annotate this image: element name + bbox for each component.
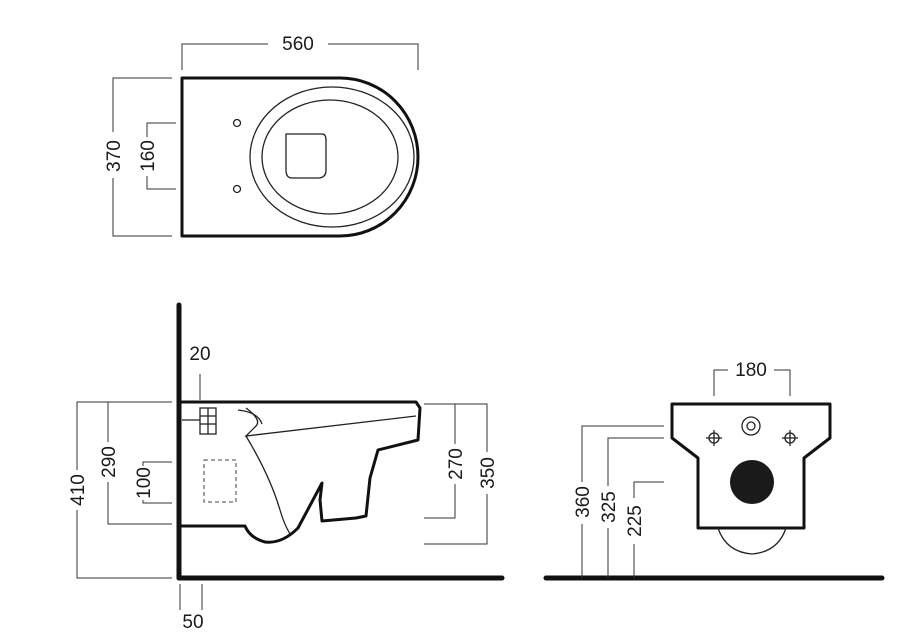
inlet-inner (746, 421, 756, 431)
dimension-top-depth: 370 (104, 77, 172, 237)
back-view-outline (670, 402, 832, 530)
dimension-side-290: 290 (99, 401, 172, 525)
dim-label-20: 20 (189, 344, 210, 365)
dimension-top-width: 560 (181, 34, 419, 70)
fixing-hole-left (706, 430, 722, 446)
inlet-outer (741, 416, 761, 436)
dimension-side-270: 270 (424, 403, 467, 519)
dimension-top-fixing: 160 (138, 122, 176, 190)
bowl-inner-curve (244, 407, 417, 437)
top-view: 560 370 160 (104, 34, 420, 238)
dim-label-350: 350 (478, 457, 499, 489)
dim-label-410: 410 (68, 474, 89, 506)
dim-label-370: 370 (104, 140, 125, 172)
bowl-outlet (285, 133, 327, 179)
hidden-cavity (203, 459, 237, 503)
outlet-pipe (730, 460, 774, 504)
back-view: 180 360 325 225 (543, 360, 885, 581)
seat-outer-ring (249, 86, 415, 228)
dimension-side-100: 100 (134, 461, 172, 504)
dimension-back-360: 360 (573, 425, 664, 578)
dim-label-225: 225 (625, 505, 646, 537)
dim-label-360: 360 (573, 486, 594, 518)
dimension-side-350: 350 (424, 403, 499, 545)
seat-fixing-hole-bottom (232, 184, 242, 194)
side-view: 20 410 290 100 270 3 (68, 302, 505, 633)
dim-label-160: 160 (138, 140, 159, 172)
dim-label-560: 560 (282, 34, 314, 55)
dim-label-180: 180 (735, 360, 767, 381)
seat-inner-ring (261, 99, 399, 215)
bowl-bottom-arc (717, 527, 787, 555)
side-view-outline (179, 400, 422, 544)
dimension-back-325: 325 (599, 437, 664, 578)
dim-label-100: 100 (134, 467, 155, 499)
dim-label-290: 290 (99, 446, 120, 478)
dim-label-325: 325 (599, 491, 620, 523)
dimension-side-50: 50 (179, 584, 204, 633)
top-view-outline (180, 76, 420, 238)
dimension-back-180: 180 (713, 360, 791, 396)
dimension-back-225: 225 (625, 481, 664, 578)
dim-label-270: 270 (446, 448, 467, 480)
seat-fixing-hole-top (232, 118, 242, 128)
bowl-trap-curve (245, 435, 291, 535)
dim-label-50: 50 (182, 612, 203, 633)
dimension-side-20: 20 (189, 344, 211, 400)
dimension-side-410: 410 (68, 401, 172, 579)
rim-curve (237, 409, 263, 425)
fixing-hole-right (782, 430, 798, 446)
